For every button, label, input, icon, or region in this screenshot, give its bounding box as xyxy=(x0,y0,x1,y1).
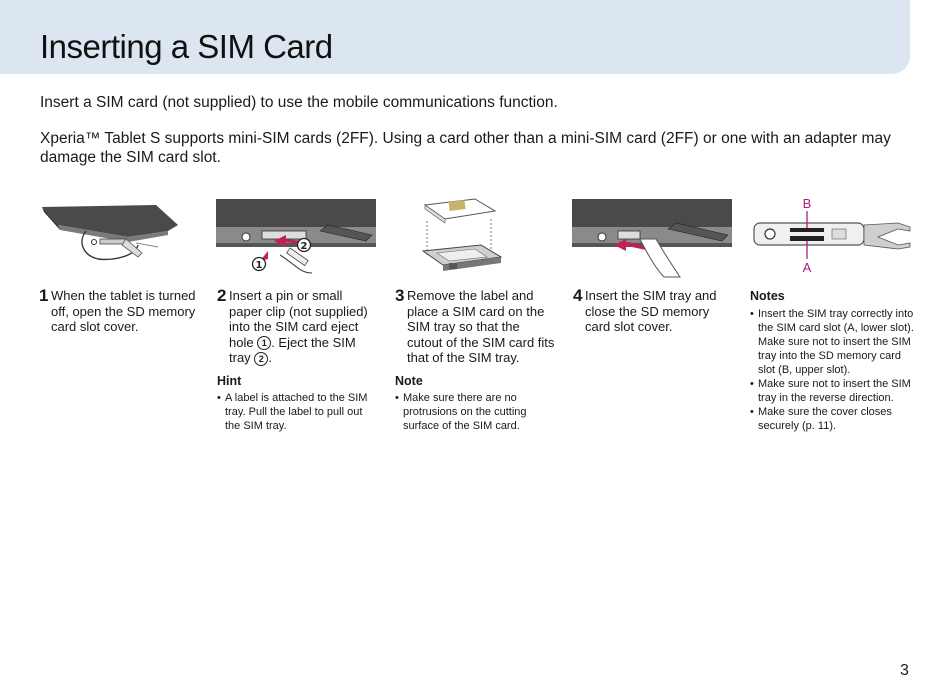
step-number: 3 xyxy=(395,286,405,305)
step-text: Remove the label and place a SIM card on… xyxy=(407,288,555,365)
step-2: 2 Insert a pin or small paper clip (not … xyxy=(217,286,377,433)
step-4: 4 Insert the SIM tray and close the SD m… xyxy=(573,286,733,335)
hint-heading: Hint xyxy=(217,373,242,388)
marker-2-icon: 2 xyxy=(296,237,312,253)
eject-sim-tray-illustration: 2 1 xyxy=(216,199,376,274)
notes-section: Notes Insert the SIM tray correctly into… xyxy=(750,289,915,433)
note-heading: Note xyxy=(395,373,423,388)
label-b: B xyxy=(803,197,812,211)
header-banner xyxy=(0,0,910,74)
page-number: 3 xyxy=(900,662,909,679)
step-3: 3 Remove the label and place a SIM card … xyxy=(395,286,555,433)
step-text: Insert a pin or small paper clip (not su… xyxy=(229,288,368,366)
step-number: 4 xyxy=(573,286,583,305)
list-item: Make sure there are no protrusions on th… xyxy=(395,391,555,433)
step-1: 1 When the tablet is turned off, open th… xyxy=(39,286,199,335)
sim-card-on-tray-illustration xyxy=(421,198,503,271)
marker-1-icon: 1 xyxy=(257,336,272,351)
label-a: A xyxy=(803,260,812,275)
intro-paragraph-2: Xperia™ Tablet S supports mini-SIM cards… xyxy=(40,130,891,166)
marker-1-icon: 1 xyxy=(251,256,267,272)
notes-list: Insert the SIM tray correctly into the S… xyxy=(750,307,915,433)
marker-2-icon: 2 xyxy=(254,351,269,366)
step-number: 1 xyxy=(39,286,49,305)
page-title: Inserting a SIM Card xyxy=(40,28,333,65)
list-item: Insert the SIM tray correctly into the S… xyxy=(750,307,915,377)
intro-paragraph-1: Insert a SIM card (not supplied) to use … xyxy=(40,94,558,111)
step-number: 2 xyxy=(217,286,227,305)
notes-heading: Notes xyxy=(750,289,785,303)
hint-list: A label is attached to the SIM tray. Pul… xyxy=(217,391,377,433)
list-item: A label is attached to the SIM tray. Pul… xyxy=(217,391,377,433)
step-text: When the tablet is turned off, open the … xyxy=(51,288,196,334)
step-text: Insert the SIM tray and close the SD mem… xyxy=(585,288,717,334)
sim-slot-diagram: B A xyxy=(753,197,911,275)
svg-text:2: 2 xyxy=(301,241,308,252)
list-item: Make sure the cover closes securely (p. … xyxy=(750,405,915,433)
list-item: Make sure not to insert the SIM tray in … xyxy=(750,377,915,405)
insert-sim-tray-illustration xyxy=(572,199,732,278)
tablet-open-cover-illustration xyxy=(42,205,178,261)
note-list: Make sure there are no protrusions on th… xyxy=(395,391,555,433)
svg-text:1: 1 xyxy=(256,260,263,271)
